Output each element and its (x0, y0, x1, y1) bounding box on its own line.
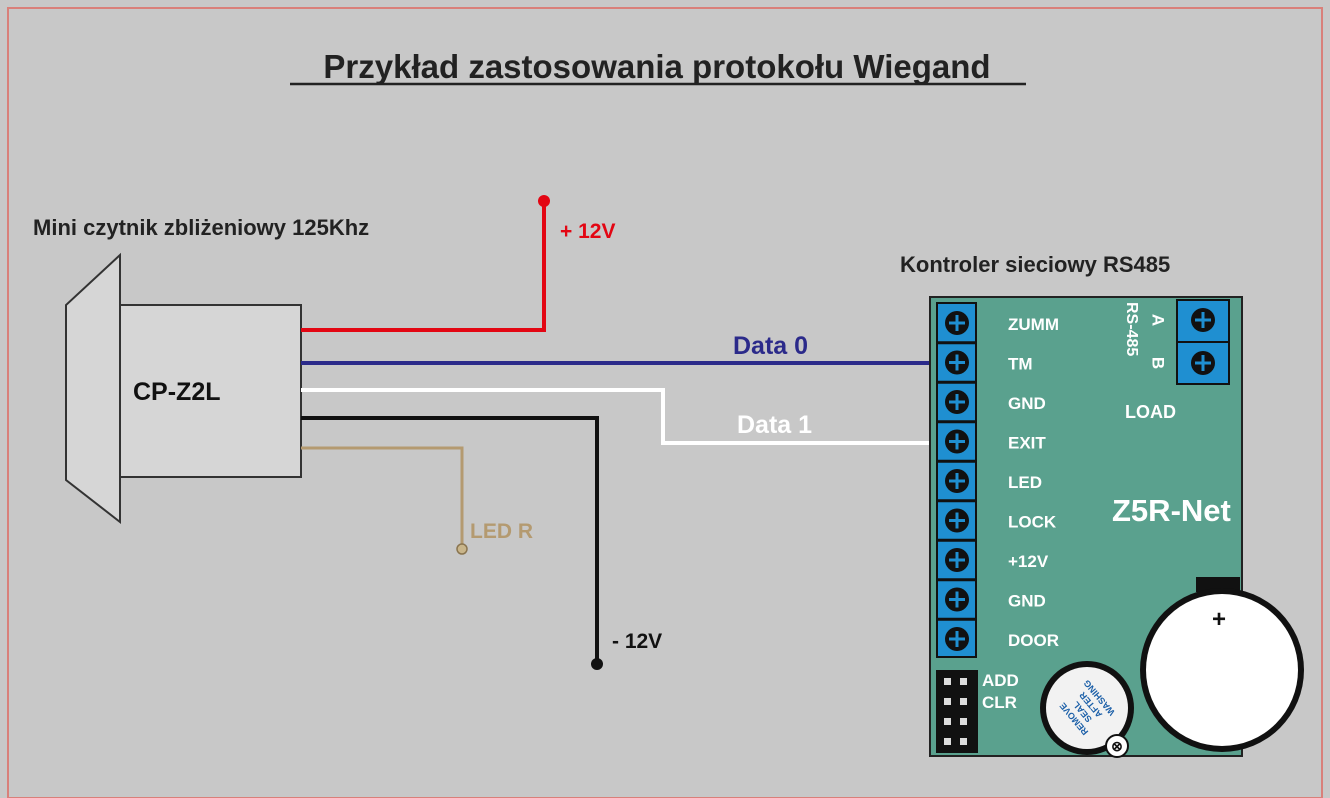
terminal-labels: ZUMM TM GND EXIT LED LOCK +12V GND DOOR (1008, 315, 1059, 650)
wire-minus12-label: - 12V (612, 630, 662, 653)
jumper-pins (936, 670, 978, 753)
wire-ledr-label: LED R (470, 520, 533, 543)
buzzer-vent-icon (1105, 734, 1129, 758)
wire-plus12-terminal (538, 195, 550, 207)
terminal-screw (937, 469, 976, 503)
battery-clip (1196, 577, 1240, 592)
terminal-screw (937, 311, 976, 345)
add-label: ADD (982, 671, 1019, 690)
terminal-label: GND (1008, 394, 1046, 413)
rs485-screw-b (1191, 351, 1215, 375)
wire-plus12-label: + 12V (560, 220, 615, 243)
wire-minus12 (301, 416, 599, 662)
terminal-label: +12V (1008, 552, 1049, 571)
buzzer-vent-symbol: ⊗ (1111, 738, 1123, 754)
jumper-pin (960, 718, 967, 725)
terminal-screw (937, 390, 976, 424)
clr-label: CLR (982, 693, 1017, 712)
wire-ledr (301, 446, 464, 547)
jumper-pin (944, 698, 951, 705)
terminal-screw (937, 350, 976, 384)
terminal-screw (937, 508, 976, 542)
terminal-label: DOOR (1008, 631, 1059, 650)
rs485-b-label: B (1149, 357, 1168, 369)
reader-model: CP-Z2L (133, 378, 221, 406)
wire-plus12 (301, 203, 546, 332)
terminal-label: TM (1008, 355, 1033, 374)
buzzer-seal (1046, 667, 1128, 749)
wire-ledr-terminal (456, 543, 468, 555)
terminal-label: LED (1008, 473, 1042, 492)
jumper-pin (960, 678, 967, 685)
wire-data0-label: Data 0 (733, 332, 808, 360)
terminal-screw (945, 627, 969, 651)
rs485-screw-a (1191, 308, 1215, 332)
controller-model: Z5R-Net (1112, 493, 1231, 528)
jumper-pin (944, 738, 951, 745)
rs485-a-label: A (1149, 314, 1168, 326)
controller-caption: Kontroler sieciowy RS485 (900, 252, 1170, 277)
jumper-pin (944, 718, 951, 725)
battery-cell (1146, 594, 1298, 746)
wire-data1-label: Data 1 (737, 411, 812, 439)
terminal-label: GND (1008, 592, 1046, 611)
rs485-label: RS-485 (1123, 302, 1140, 356)
wire-data1 (301, 388, 940, 445)
terminal-screws (937, 311, 976, 651)
terminal-label: EXIT (1008, 434, 1046, 453)
battery-plus: + (1212, 606, 1226, 633)
wire-minus12-terminal (591, 658, 603, 670)
terminal-screw (937, 587, 976, 621)
jumper-pin (960, 738, 967, 745)
reader-caption: Mini czytnik zbliżeniowy 125Khz (33, 215, 369, 240)
jumper-pin (944, 678, 951, 685)
terminal-screw (937, 429, 976, 463)
page-title: Przykład zastosowania protokołu Wiegand (323, 48, 990, 85)
load-label: LOAD (1125, 402, 1176, 422)
terminal-label: LOCK (1008, 513, 1057, 532)
terminal-screw (937, 548, 976, 582)
terminal-label: ZUMM (1008, 315, 1059, 334)
jumper-pin (960, 698, 967, 705)
